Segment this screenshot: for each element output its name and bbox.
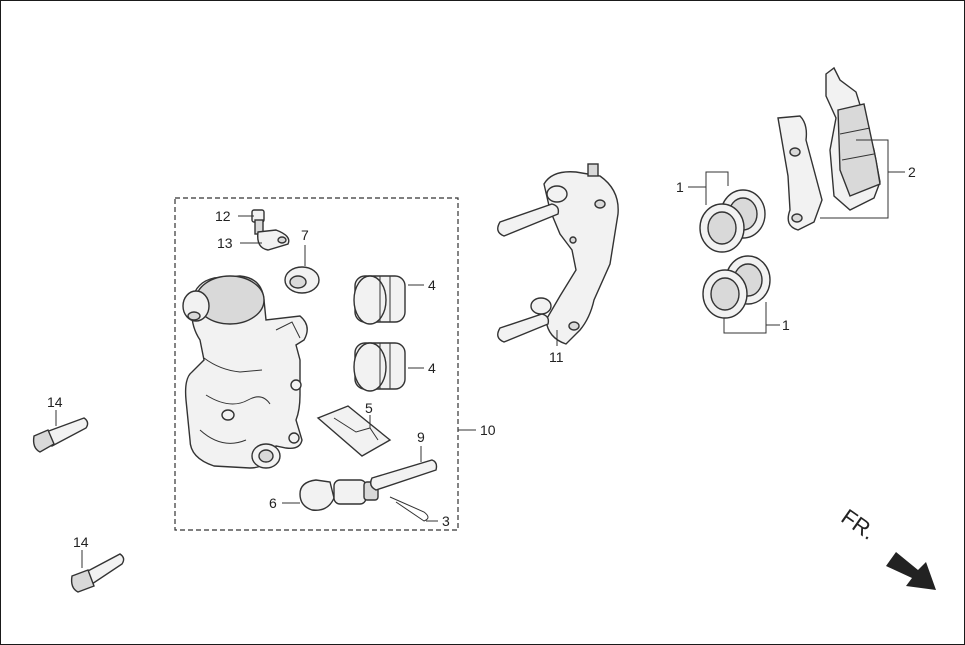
caliper-body xyxy=(182,275,308,469)
piston-seal-lower-pair xyxy=(702,255,771,319)
callout-12: 12 xyxy=(215,208,231,224)
callout-14-lower: 14 xyxy=(73,534,89,550)
callout-10: 10 xyxy=(480,422,496,438)
front-direction-arrow-icon xyxy=(886,552,936,590)
slide-pin xyxy=(369,459,438,491)
brake-pad-inner xyxy=(777,115,823,231)
caliper-bracket xyxy=(497,163,619,345)
mounting-bolt-upper xyxy=(32,417,89,453)
callout-14-upper: 14 xyxy=(47,394,63,410)
callout-9: 9 xyxy=(417,429,425,445)
callout-13: 13 xyxy=(217,235,233,251)
brake-pad-outer xyxy=(825,66,881,211)
callout-5: 5 xyxy=(365,400,373,416)
dust-seal xyxy=(284,266,320,294)
callout-4-upper: 4 xyxy=(428,277,436,293)
bleeder-screw xyxy=(251,209,265,235)
pad-spring xyxy=(316,405,392,457)
retaining-clip xyxy=(389,496,429,522)
piston-upper xyxy=(353,275,406,325)
bleeder-cap xyxy=(257,229,290,251)
callout-1-lower: 1 xyxy=(782,317,790,333)
piston-seal-upper-pair xyxy=(699,189,766,253)
callout-3: 3 xyxy=(442,513,450,529)
mounting-bolt-lower xyxy=(70,553,125,593)
callout-6: 6 xyxy=(269,495,277,511)
callout-1-upper: 1 xyxy=(676,179,684,195)
caliper-assembly-box xyxy=(174,197,459,531)
callout-11: 11 xyxy=(549,349,564,365)
callout-2: 2 xyxy=(908,164,916,180)
callout-7: 7 xyxy=(301,227,309,243)
pin-bolt xyxy=(299,479,379,511)
piston-lower xyxy=(353,342,406,392)
front-direction-label: FR. xyxy=(837,504,880,545)
callout-4-lower: 4 xyxy=(428,360,436,376)
